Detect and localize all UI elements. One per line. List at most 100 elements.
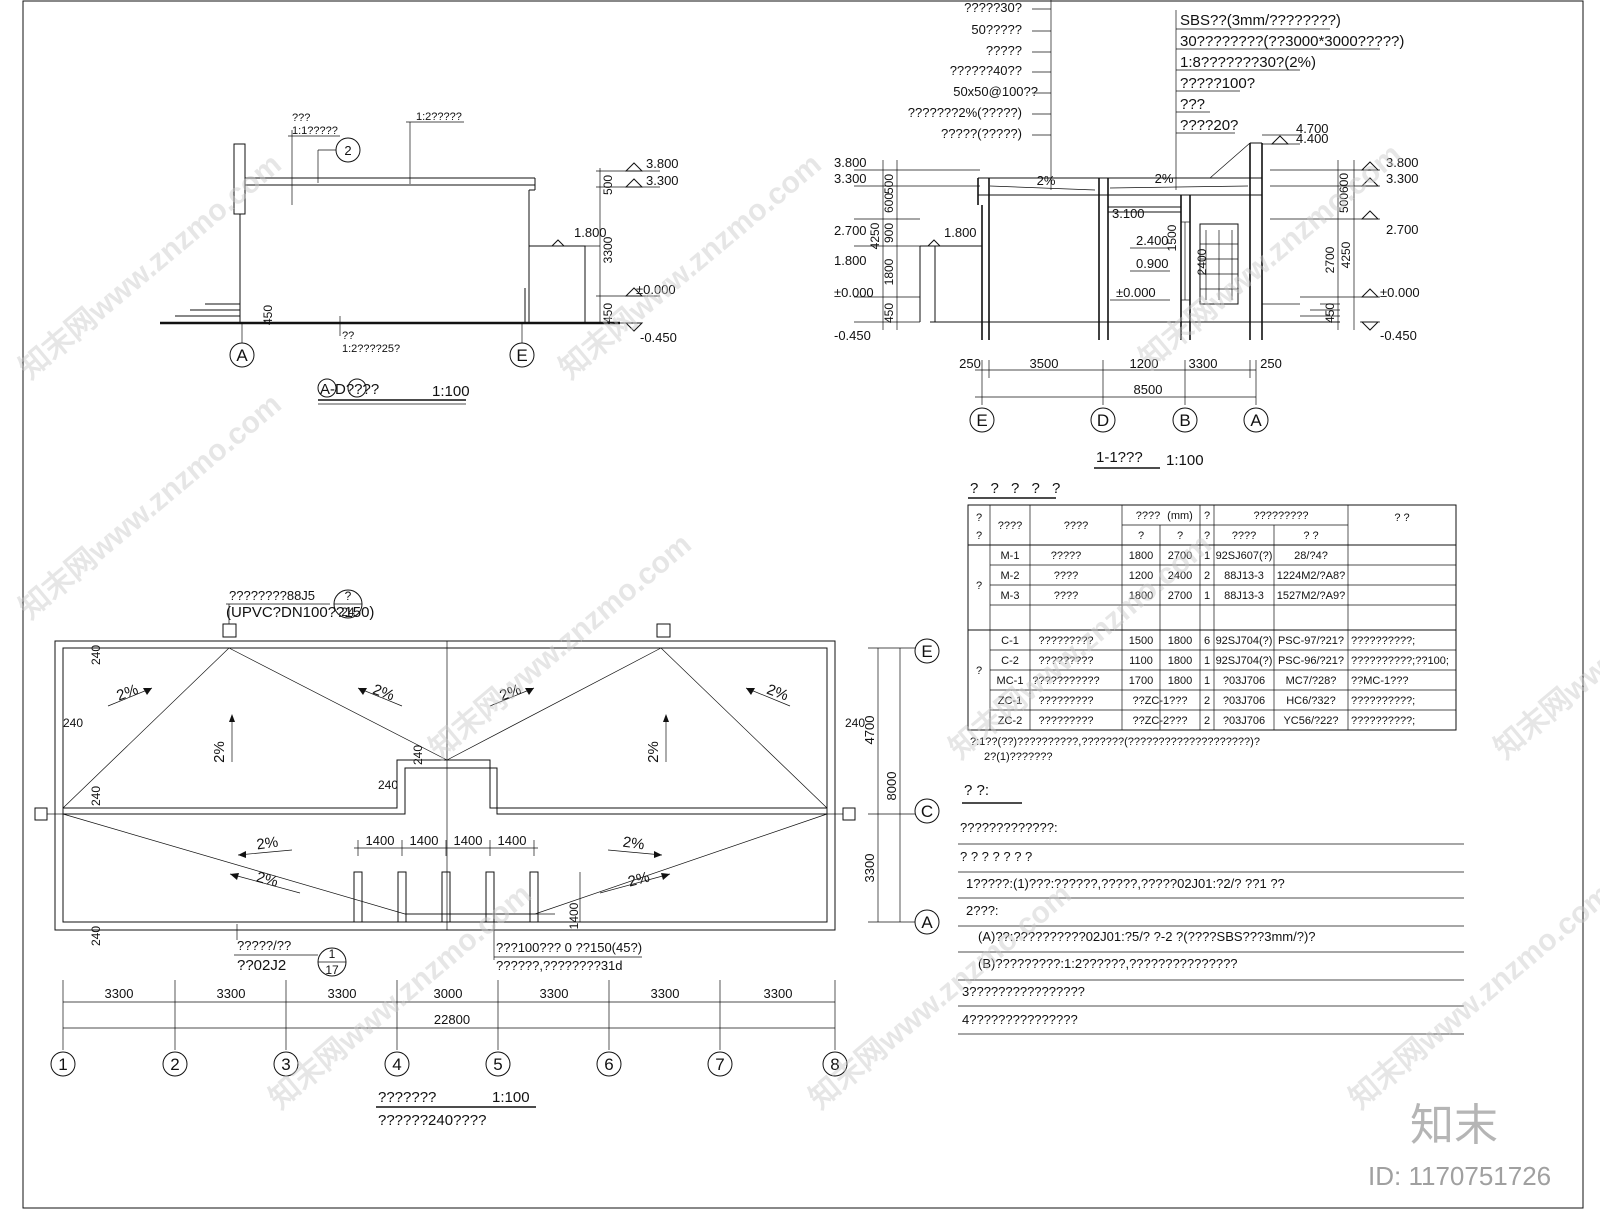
axis-bubble <box>596 1051 622 1077</box>
cell-remark: ??????????; <box>1351 635 1415 647</box>
total-dim: 8500 <box>1134 382 1163 397</box>
brand-logo: 知末 <box>1410 1101 1498 1150</box>
axis-spacing: 3300 <box>764 986 793 1001</box>
inner-dim: 2400 <box>1195 248 1209 275</box>
header-qty: ? <box>1204 510 1210 522</box>
table-row: M-2 ???? 1200 2400 2 88J13-3 1224M2/?A8? <box>1001 570 1346 582</box>
vertical-dim: 600 <box>1337 173 1351 193</box>
header-qty: ? <box>1204 530 1210 542</box>
note-line: 3???????????????? <box>962 984 1085 999</box>
vertical-dim: 3300 <box>601 236 615 263</box>
cell-width: 1800 <box>1129 550 1153 562</box>
skylight <box>529 871 539 923</box>
roof-outline-outer <box>54 640 836 931</box>
elevation-note: 1:2????? <box>416 111 462 123</box>
vertical-dim: 450 <box>601 303 615 323</box>
note-line: ? ? ? ? ? ? ? <box>960 849 1032 864</box>
cell-atlas: ?03J706 <box>1223 695 1265 707</box>
table-footnote: ?:1??(??)??????????,???????(????????????… <box>970 736 1260 748</box>
level-mark: ±0.000 <box>1116 285 1156 300</box>
cell-qty: 2 <box>1204 695 1210 707</box>
drain-note: (UPVC?DN100??150) <box>226 604 374 621</box>
vertical-dim: 500 <box>882 174 896 194</box>
skylight-spacing: 1400 <box>454 833 483 848</box>
cell-number: PSC-96/?21? <box>1278 655 1344 667</box>
level-mark: 3.300 <box>646 173 679 188</box>
level-mark: 4.700 <box>1296 121 1329 136</box>
layer-note: 50x50@100?? <box>953 84 1038 99</box>
table-row: C-2 ????????? 1100 1800 1 92SJ704(?) PSC… <box>1001 655 1449 667</box>
layer-note: ?????30? <box>964 0 1022 15</box>
header-height: ? <box>1177 530 1183 542</box>
axis-bubble <box>509 342 535 368</box>
cell-name: ???? <box>1054 590 1078 602</box>
drain-ref-bottom: 24 <box>341 605 355 619</box>
notes-title: ? ?: <box>964 782 989 799</box>
level-mark: 2.700 <box>834 223 867 238</box>
cell-number: 1527M2/?A9? <box>1277 590 1346 602</box>
cell-code: ZC-1 <box>998 695 1022 707</box>
level-mark: 1.800 <box>834 253 867 268</box>
axis-bubble <box>914 638 940 664</box>
slope-label: 2% <box>1155 171 1174 186</box>
layer-note: SBS??(3mm/????????) <box>1180 12 1341 29</box>
axis-bubble <box>969 407 995 433</box>
axis-bubble <box>707 1051 733 1077</box>
skylight <box>485 871 495 923</box>
slope-label: 2% <box>645 741 662 763</box>
header-atlas: ???? <box>1232 530 1256 542</box>
cell-qty: 2 <box>1204 715 1210 727</box>
note-line: 4??????????????? <box>962 1012 1078 1027</box>
cell-qty: 6 <box>1204 635 1210 647</box>
cell-name: ????????? <box>1038 695 1093 707</box>
table-row: C-1 ????????? 1500 1800 6 92SJ704(?) PSC… <box>1001 635 1415 647</box>
axis-spacing: 3300 <box>328 986 357 1001</box>
slope-label: 2% <box>1037 173 1056 188</box>
skylight-spacing: 1400 <box>366 833 395 848</box>
header-type: ? <box>976 530 982 542</box>
axis-label: 2 <box>170 1055 179 1074</box>
total-dim: 22800 <box>434 1012 470 1027</box>
cell-atlas: 92SJ704(?) <box>1216 655 1273 667</box>
cell-number: 1224M2/?A8? <box>1277 570 1346 582</box>
slope-label: 2% <box>255 834 279 854</box>
level-mark: 2.700 <box>1386 222 1419 237</box>
cell-atlas: 88J13-3 <box>1224 590 1264 602</box>
axis-label: 1 <box>58 1055 67 1074</box>
cell-atlas: ?03J706 <box>1223 715 1265 727</box>
level-mark: 3.300 <box>834 171 867 186</box>
cell-remark: ??MC-1??? <box>1351 675 1408 687</box>
roof-note: ?????/?? <box>237 938 291 953</box>
axis-spacing: 3300 <box>217 986 246 1001</box>
roof-plan-title: ??????? <box>378 1089 436 1106</box>
cell-height: 1800 <box>1168 655 1192 667</box>
axis-spacing: 3300 <box>105 986 134 1001</box>
axis-label: 8 <box>830 1055 839 1074</box>
cell-code: C-2 <box>1001 655 1019 667</box>
level-mark: ±0.000 <box>636 282 676 297</box>
layer-note: ????? <box>986 43 1022 58</box>
cell-height: 1800 <box>1168 675 1192 687</box>
axis-label: A <box>236 346 248 365</box>
horizontal-dim: 3500 <box>1030 356 1059 371</box>
cell-code: C-1 <box>1001 635 1019 647</box>
elevation-note: 1:1????? <box>292 125 338 137</box>
axis-label: C <box>921 802 933 821</box>
layer-note: 30????????(??3000*3000?????) <box>1180 33 1404 50</box>
level-mark: 3.800 <box>834 155 867 170</box>
cell-code: MC-1 <box>997 675 1024 687</box>
cell-qty: 1 <box>1204 655 1210 667</box>
cell-code: M-3 <box>1001 590 1020 602</box>
axis-label: A <box>921 913 933 932</box>
drain-ref-top: ? <box>345 589 352 603</box>
cell-name: ????????? <box>1038 655 1093 667</box>
axis-label: 6 <box>604 1055 613 1074</box>
cell-name: ????????? <box>1038 715 1093 727</box>
elevation-note: ??? <box>292 112 310 124</box>
header-size: ???? <box>1136 510 1160 522</box>
note-line: (B)?????????:1:2??????,??????????????? <box>978 956 1238 971</box>
layer-note: ??????40?? <box>950 63 1022 78</box>
horizontal-dim: 1200 <box>1130 356 1159 371</box>
layer-note: ????20? <box>1180 117 1238 134</box>
